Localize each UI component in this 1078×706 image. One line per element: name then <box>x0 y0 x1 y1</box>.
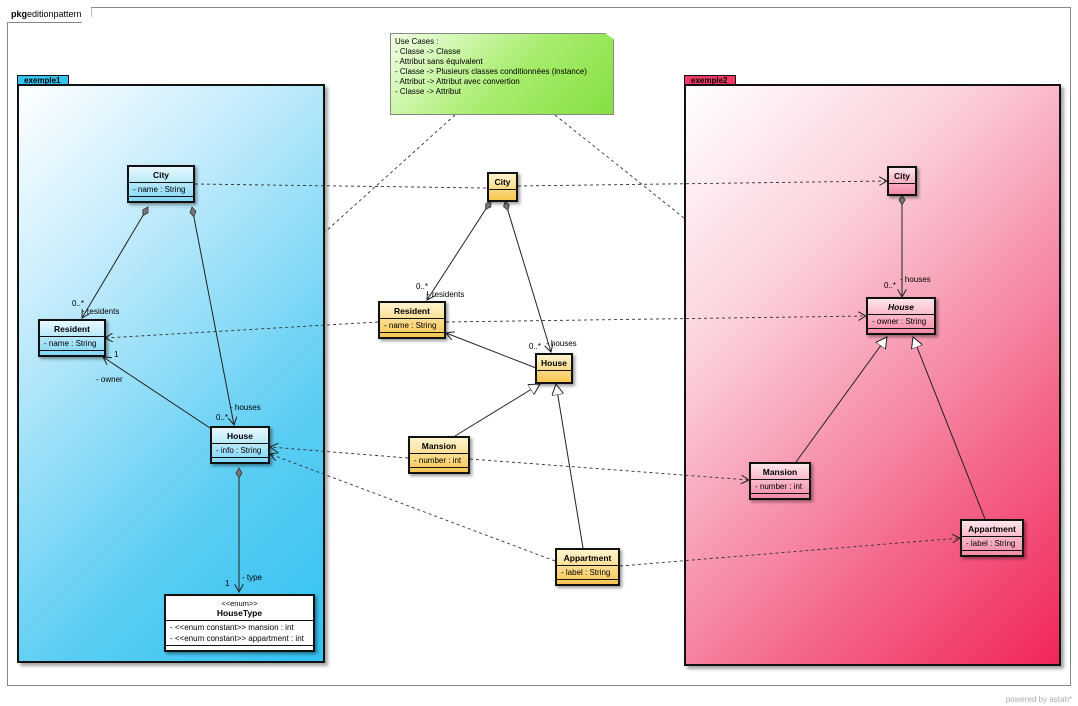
class-name: House <box>212 428 268 444</box>
ex1-city-class[interactable]: City - name : String <box>127 165 195 203</box>
class-operations <box>166 646 313 650</box>
map-city-mid-ex2 <box>517 181 887 187</box>
note-line: - Attribut sans équivalent <box>395 57 483 66</box>
class-name: Mansion <box>751 464 809 480</box>
class-name: House <box>868 299 934 315</box>
ex1-owner-multiplicity: 1 <box>114 350 119 359</box>
enum-constant: - <<enum constant>> appartment : int <box>166 632 313 646</box>
ex2-mansion-house-generalization <box>795 337 887 463</box>
ex1-type-multiplicity: 1 <box>225 579 230 588</box>
class-operations <box>40 351 104 355</box>
class-attribute: - owner : String <box>868 315 934 329</box>
ex1-residents-multiplicity: 0..* <box>72 299 85 308</box>
ex1-city-house-assoc <box>192 207 234 425</box>
ex1-owner-role: - owner <box>96 375 123 384</box>
note-line: Use Cases : <box>395 37 439 46</box>
class-name: Mansion <box>410 438 468 454</box>
class-name: Appartment <box>557 550 618 566</box>
mid-city-house-assoc <box>505 201 551 352</box>
diagram-frame <box>7 7 1071 686</box>
ex2-appartment-class[interactable]: Appartment - label : String <box>960 519 1024 557</box>
class-name: City <box>129 167 193 183</box>
enum-constant: - <<enum constant>> mansion : int <box>170 623 294 632</box>
note-anchor-left <box>324 114 456 233</box>
ex1-housetype-enum[interactable]: <<enum>>HouseType - <<enum constant>> ma… <box>164 594 315 652</box>
class-attribute: - name : String <box>380 319 444 333</box>
mid-houses-role: - houses <box>546 339 577 348</box>
class-operations <box>129 197 193 201</box>
map-resident-ex1-mid <box>105 321 379 338</box>
mid-appartment-house-generalization <box>556 384 584 549</box>
package-tab-exemple2[interactable]: exemple2 <box>684 75 736 85</box>
ex2-appartment-house-generalization <box>913 337 986 520</box>
mid-residents-multiplicity: 0..* <box>416 282 429 291</box>
ex1-city-resident-assoc <box>82 207 149 318</box>
ex1-type-role: - type <box>242 573 263 582</box>
ex1-houses-multiplicity: 0..* <box>216 413 229 422</box>
mid-house-resident-assoc <box>446 333 537 369</box>
class-operations <box>410 468 468 472</box>
class-name: <<enum>>HouseType <box>166 596 313 621</box>
ex2-house-class[interactable]: House - owner : String <box>866 297 936 335</box>
class-name: House <box>537 355 571 371</box>
class-attribute: - name : String <box>129 183 193 197</box>
note-line: - Classe -> Plusieurs classes conditionn… <box>395 67 587 76</box>
package-tab-exemple1[interactable]: exemple1 <box>17 75 69 85</box>
enum-name: HouseType <box>216 608 263 618</box>
mid-city-class[interactable]: City <box>487 172 518 202</box>
map-mansion-mid-ex2 <box>469 458 749 480</box>
class-name: Resident <box>40 321 104 337</box>
class-operations <box>212 458 268 462</box>
class-operations <box>751 494 809 498</box>
ex1-house-resident-assoc <box>103 357 211 429</box>
class-operations <box>557 580 618 584</box>
mid-mansion-class[interactable]: Mansion - number : int <box>408 436 470 474</box>
class-attribute: - info : String <box>212 444 268 458</box>
ex2-city-class[interactable]: City <box>887 166 917 196</box>
ex2-houses-role: - houses <box>900 275 931 284</box>
map-mansion-ex1-mid <box>270 447 409 459</box>
mid-appartment-class[interactable]: Appartment - label : String <box>555 548 620 586</box>
powered-by-footer: powered by astah* <box>1005 695 1072 704</box>
ex2-mansion-class[interactable]: Mansion - number : int <box>749 462 811 500</box>
note-line: - Attribut -> Attribut avec convertion <box>395 77 520 86</box>
note-anchor-right <box>554 114 685 219</box>
class-attribute: - number : int <box>410 454 468 468</box>
ex1-residents-role: - residents <box>82 307 120 316</box>
mid-mansion-house-generalization <box>454 384 540 437</box>
class-operations <box>868 329 934 333</box>
frame-tab: pkgeditionpattern <box>7 7 92 23</box>
mid-houses-multiplicity: 0..* <box>529 342 542 351</box>
map-appartment-ex1-mid <box>270 454 556 562</box>
mid-residents-role: - residents <box>427 290 465 299</box>
ex1-houses-role: - houses <box>230 403 261 412</box>
mid-house-class[interactable]: House <box>535 353 573 384</box>
use-cases-note[interactable]: Use Cases : - Classe -> Classe - Attribu… <box>390 33 614 115</box>
class-name: City <box>889 168 915 184</box>
map-resident-mid-ex2 <box>445 316 866 323</box>
ex1-house-class[interactable]: House - info : String <box>210 426 270 464</box>
class-attribute: - number : int <box>751 480 809 494</box>
class-name: Appartment <box>962 521 1022 537</box>
ex2-houses-multiplicity: 0..* <box>884 281 897 290</box>
class-name: City <box>489 174 516 190</box>
class-name: Resident <box>380 303 444 319</box>
class-operations <box>380 333 444 337</box>
class-attribute: - label : String <box>962 537 1022 551</box>
frame-name: editionpattern <box>27 9 82 19</box>
map-appartment-mid-ex2 <box>619 538 960 567</box>
mid-city-resident-assoc <box>427 201 491 300</box>
note-line: - Classe -> Attribut <box>395 87 462 96</box>
class-attribute: - name : String <box>40 337 104 351</box>
enum-stereotype: <<enum>> <box>221 599 258 608</box>
frame-keyword: pkg <box>11 9 28 19</box>
mid-resident-class[interactable]: Resident - name : String <box>378 301 446 339</box>
note-line: - Classe -> Classe <box>395 47 461 56</box>
class-attribute: - label : String <box>557 566 618 580</box>
map-city-ex1-mid <box>195 184 488 188</box>
class-operations <box>962 551 1022 555</box>
ex1-resident-class[interactable]: Resident - name : String <box>38 319 106 357</box>
